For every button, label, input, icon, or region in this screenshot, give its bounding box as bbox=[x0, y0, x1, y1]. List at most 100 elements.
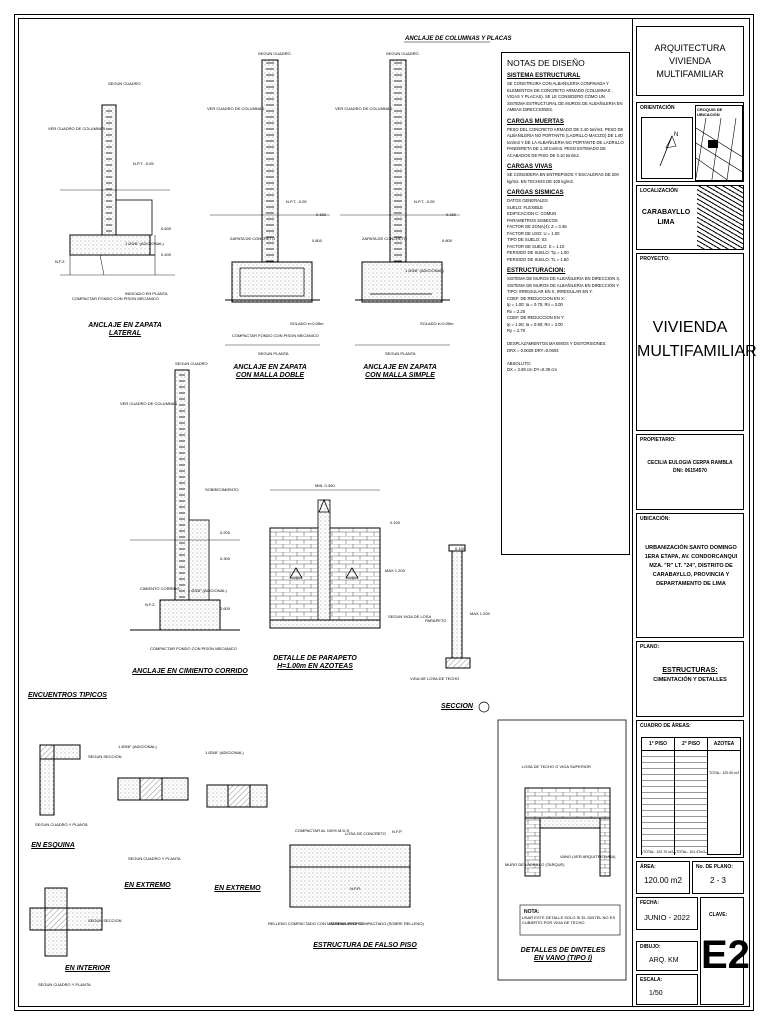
title-block bbox=[632, 18, 751, 1007]
label-sub-base: SUBRASANTE COMPACTADO (SOBRE RELLENO) bbox=[330, 921, 425, 926]
label-losa-concreto: LOSA DE CONCRETO bbox=[345, 831, 386, 836]
label-adicional: 1 Ø3/8" (ADICIONAL) bbox=[125, 241, 164, 246]
detail-dinteles: LOSA DE TECHO O VIGA SUPERIOR MURO DE LA… bbox=[497, 719, 627, 981]
nota-title: NOTA: bbox=[524, 909, 540, 915]
label-nfz: N.F.Z. bbox=[55, 259, 66, 264]
label-nfp: N.F.P. bbox=[392, 829, 402, 834]
tb-orientacion: ORIENTACIÓN N CROQUIS DE UBICACIÓN bbox=[636, 102, 744, 182]
tb-nplano: No. DE PLANO: 2 - 3 bbox=[692, 861, 744, 894]
header-anclaje-label: ANCLAJE DE COLUMNAS Y PLACAS bbox=[404, 36, 511, 42]
tb-area: ÁREA: 120.00 m2 bbox=[636, 861, 690, 894]
notes-title: NOTAS DE DISEÑO bbox=[507, 58, 585, 68]
label-ver-cuadro: VER CUADRO DE COLUMNAS bbox=[120, 401, 177, 406]
dim-400: 0.400 bbox=[161, 252, 172, 257]
label-segun-cuadro: SEGUN CUADRO bbox=[386, 51, 419, 56]
label-adicional: 1 Ø3/8" (ADICIONAL) bbox=[205, 750, 244, 755]
label-ver-cuadro: VER CUADRO DE COLUMNAS bbox=[48, 126, 105, 131]
label-segun-planta: SEGUN PLANTA bbox=[258, 351, 289, 356]
tb-ubicacion: UBICACIÓN: URBANIZACIÓN SANTO DOMINGO 1E… bbox=[636, 513, 744, 638]
label-zapata-concreto: ZAPATA DE CONCRETO bbox=[230, 236, 275, 241]
label-npt: N.P.T. -0.05 bbox=[133, 161, 154, 166]
label-compactar: COMPACTAR FONDO CON PISON MECANICO bbox=[150, 646, 237, 651]
notes-text: PESO DEL CONCRETO ARMADO DE 2.40 ton/m3.… bbox=[507, 126, 624, 158]
nota-text: USAR ESTE DETALLE SOLO SI EL DINTEL NO E… bbox=[522, 915, 615, 925]
label-losa-techo: LOSA DE TECHO O VIGA SUPERIOR bbox=[522, 764, 591, 769]
label-adicional: 1 Ø3/8" (ADICIONAL) bbox=[118, 744, 157, 749]
label-indicado-planta: INDICADO EN PLANTA bbox=[125, 291, 168, 296]
title-en-extremo-1: EN EXTREMO bbox=[124, 882, 171, 889]
label-nfz: N.F.Z. bbox=[145, 602, 156, 607]
dim-150: 0.150 bbox=[455, 546, 466, 551]
label-segun-cuadro: SEGUN CUADRO bbox=[108, 81, 141, 86]
dim-min: MIN. 0.300 bbox=[315, 483, 335, 488]
label-segun-seccion: SEGUN SECCION bbox=[88, 754, 122, 759]
notes-text: SE CONSTRUIRA CON ALBAÑILERIA CONFINADA … bbox=[507, 81, 623, 112]
label-solado: SOLADO e=0.05m bbox=[290, 321, 324, 326]
dim-200: 0.200 bbox=[220, 530, 231, 535]
label-adicional: 1 Ø3/8" (ADICIONAL) bbox=[188, 588, 227, 593]
tb-dibujo: DIBUJO: ARQ. KM bbox=[636, 941, 698, 971]
notes-heading: CARGAS MUERTAS bbox=[507, 118, 564, 125]
title-en-extremo-2: EN EXTREMO bbox=[214, 885, 261, 892]
label-relleno: RELLENO COMPACTADO CON MATERIAL PROPIO bbox=[268, 921, 363, 926]
detail-seccion: PARAPETO VIGA DE LOSA DE TECHO MAX 1.200… bbox=[410, 544, 491, 713]
dim-150: 0.150 bbox=[316, 212, 327, 217]
label-segun-cuadro: SEGUN CUADRO bbox=[258, 51, 291, 56]
dim-300: 0.300 bbox=[220, 556, 231, 561]
notes-text: SISTEMA DE MUROS DE ALBAÑILERIA EN DIREC… bbox=[507, 276, 621, 372]
detail-malla-doble: SEGUN CUADRO VER CUADRO DE COLUMNAS ZAPA… bbox=[207, 51, 330, 356]
label-segun-seccion: SEGUN SECCION bbox=[88, 918, 122, 923]
notes-heading: CARGAS VIVAS bbox=[507, 164, 553, 170]
label-zapata-concreto: ZAPATA DE CONCRETO bbox=[362, 236, 407, 241]
detail-encuentros: SEGUN SECCION SEGUN CUADRO Y PLANTA SEGU… bbox=[29, 744, 268, 987]
tb-plano: PLANO: ESTRUCTURAS: CIMENTACIÓN Y DETALL… bbox=[636, 641, 744, 717]
detail-parapeto: MIN. 0.300 MAX 1.200 SEGUN VIGA DE LOSA … bbox=[269, 483, 431, 629]
title-falso-piso: ESTRUCTURA DE FALSO PISO bbox=[313, 942, 417, 949]
label-muro: MURO DE LADRILLO (TARQUE) bbox=[505, 862, 565, 867]
tb-escala: ESCALA: 1/50 bbox=[636, 974, 698, 1005]
title-seccion: SECCION bbox=[441, 703, 473, 710]
label-sobrecimiento: SOBRECIMIENTO bbox=[205, 487, 239, 492]
dim-800: 0.800 bbox=[442, 238, 453, 243]
label-solado: SOLADO e=0.05m bbox=[420, 321, 454, 326]
label-nfr: N.F.R. bbox=[350, 886, 361, 891]
label-compactar: COMPACTAR FONDO CON PISON MECANICO bbox=[232, 333, 319, 338]
compass-icon: N bbox=[641, 117, 693, 179]
sheet-border bbox=[14, 14, 754, 1011]
label-cimiento-corrido: CIMIENTO CORRIDO bbox=[140, 586, 179, 591]
dim-150: 0.150 bbox=[446, 212, 457, 217]
tb-fecha: FECHA: JUNIO - 2022 bbox=[636, 897, 698, 930]
label-viga-losa: VIGA DE LOSA DE TECHO bbox=[410, 676, 459, 681]
label-npt: N.P.T. -0.05 bbox=[414, 199, 435, 204]
title-en-esquina: EN ESQUINA bbox=[31, 842, 75, 849]
notes-heading: SISTEMA ESTRUCTURAL bbox=[507, 73, 581, 79]
title-cimiento-corrido: ANCLAJE EN CIMIENTO CORRIDO bbox=[132, 668, 248, 675]
tb-propietario: PROPIETARIO: CECILIA EULOGIA CERPA RAMBL… bbox=[636, 434, 744, 510]
tb-areas: CUADRO DE ÁREAS: 1° PISO 2° PISO AZOTEA … bbox=[636, 720, 744, 858]
label-compactar: COMPACTAR FONDO CON PISON MECANICO bbox=[72, 296, 159, 301]
location-sketch: CROQUIS DE UBICACIÓN bbox=[695, 105, 743, 181]
label-segun-cuadro: SEGUN CUADRO bbox=[175, 361, 208, 366]
sheet-inner-border bbox=[18, 18, 750, 1007]
label-adicional: 1 Ø3/8" (ADICIONAL) bbox=[405, 268, 444, 273]
dim-max: MAX 1.200 bbox=[470, 611, 491, 616]
label-segun-viga: SEGUN VIGA DE LOSA bbox=[388, 614, 431, 619]
label-vano: VANO (VER ARQUITECTURA) bbox=[560, 854, 616, 859]
dim-max: MAX 1.200 bbox=[385, 568, 406, 573]
areas-table: 1° PISO 2° PISO AZOTEA TOTAL: 122.70 m2 … bbox=[641, 737, 741, 855]
dim-600: 0.600 bbox=[161, 226, 172, 231]
title-encuentros: ENCUENTROS TIPICOS bbox=[28, 692, 107, 699]
label-segun-cuadro-planta: SEGUN CUADRO Y PLANTA bbox=[35, 822, 88, 827]
notes-heading: ESTRUCTURACION: bbox=[507, 268, 566, 274]
dim-800: 0.800 bbox=[312, 238, 323, 243]
label-segun-cuadro-planta: SEGUN CUADRO Y PLANTA bbox=[38, 982, 91, 987]
title-en-interior: EN INTERIOR bbox=[64, 965, 111, 972]
